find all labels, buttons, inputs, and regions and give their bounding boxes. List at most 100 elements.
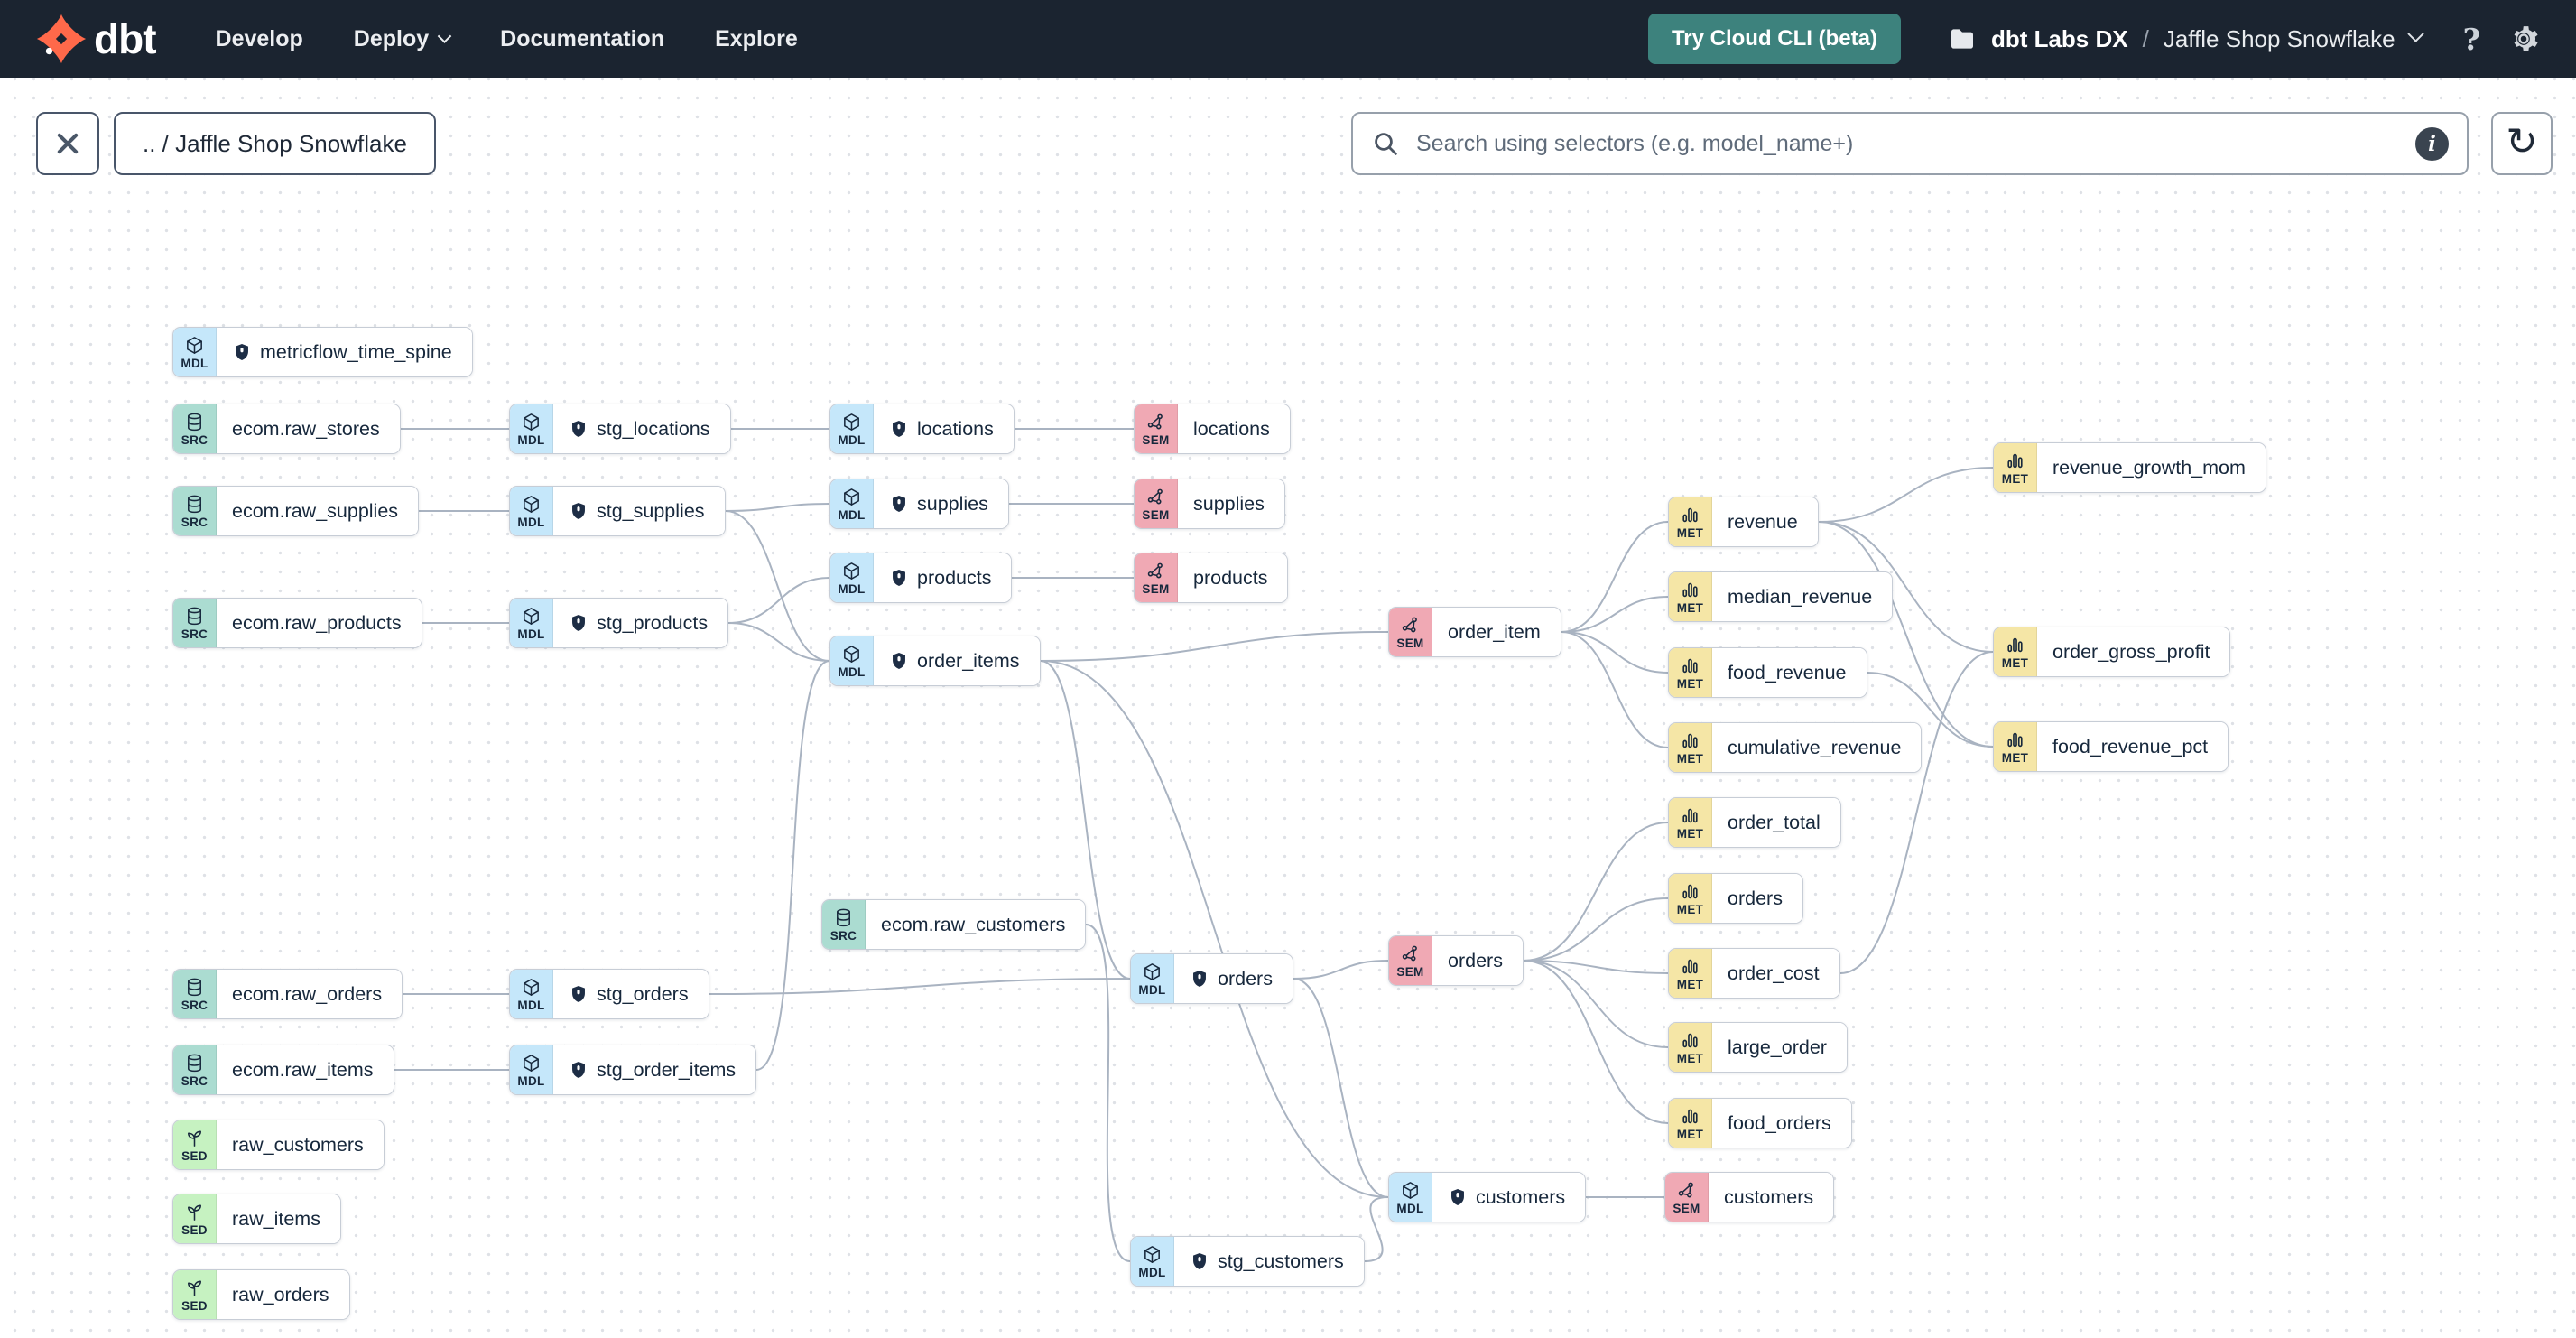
help-icon[interactable]: ? (2462, 21, 2480, 57)
node-label: ecom.raw_stores (232, 417, 380, 440)
node-type-badge: MDL (830, 636, 874, 685)
node-type-badge: MET (1669, 723, 1712, 772)
bar-chart-icon (2005, 635, 2025, 655)
node-type-badge: MET (1669, 949, 1712, 998)
node-type-label: MET (2001, 471, 2029, 486)
cube-icon (184, 335, 205, 356)
node-type-label: SEM (1142, 507, 1170, 522)
info-icon[interactable]: i (2415, 126, 2449, 161)
lineage-canvas[interactable] (0, 78, 2576, 1338)
node-body: customers (1432, 1173, 1586, 1222)
cube-icon (841, 561, 862, 581)
node-label: order_cost (1728, 962, 1820, 984)
node-type-badge: MDL (510, 487, 553, 535)
node-type-badge: MDL (173, 328, 217, 376)
node-type-label: MET (1676, 902, 1704, 916)
node-label: food_orders (1728, 1111, 1831, 1134)
nav-item-deploy[interactable]: Deploy (354, 26, 452, 52)
node-body: raw_items (217, 1194, 340, 1243)
node-type-label: SEM (1673, 1201, 1700, 1215)
node-type-label: MET (1676, 676, 1704, 691)
node-label: supplies (917, 492, 988, 515)
cube-icon (521, 1053, 542, 1073)
try-cloud-cli-button[interactable]: Try Cloud CLI (beta) (1647, 14, 1901, 64)
node-body: locations (1178, 404, 1290, 453)
gear-icon[interactable] (2507, 23, 2540, 55)
close-lineage-button[interactable] (36, 112, 99, 175)
node-type-badge: SRC (173, 1045, 217, 1094)
node-sem_supplies[interactable]: SEM supplies (1134, 479, 1285, 529)
account-name[interactable]: dbt Labs DX (1990, 24, 2128, 52)
node-type-label: MET (2001, 655, 2029, 670)
node-label: ecom.raw_supplies (232, 499, 399, 522)
node-body: ecom.raw_items (217, 1045, 394, 1094)
node-met_order_gross_profit[interactable]: MET order_gross_profit (1993, 627, 2231, 677)
node-body: ecom.raw_customers (866, 900, 1086, 949)
semantic-graph-icon (1676, 1180, 1697, 1201)
close-icon (52, 128, 83, 159)
node-label: order_gross_profit (2052, 640, 2210, 663)
node-met_order_cost[interactable]: MET order_cost (1668, 948, 1840, 999)
node-type-label: MET (2001, 750, 2029, 765)
shield-icon (569, 1060, 588, 1080)
nav-item-explore[interactable]: Explore (715, 26, 798, 52)
node-type-badge: SRC (173, 599, 217, 647)
shield-icon (569, 613, 588, 633)
node-type-label: MDL (181, 356, 208, 370)
node-body: order_total (1712, 798, 1840, 847)
folder-icon (1948, 24, 1977, 53)
cube-icon (841, 644, 862, 664)
bar-chart-icon (1680, 881, 1700, 902)
shield-icon (1448, 1187, 1468, 1207)
nav-item-documentation[interactable]: Documentation (500, 26, 664, 52)
project-selector[interactable]: Jaffle Shop Snowflake (2164, 25, 2424, 53)
search-input[interactable] (1414, 129, 2401, 158)
breadcrumb[interactable]: .. / Jaffle Shop Snowflake (114, 112, 436, 175)
node-met_orders[interactable]: MET orders (1668, 873, 1803, 924)
refresh-icon: ↻ (2506, 119, 2538, 163)
nav-item-develop[interactable]: Develop (216, 26, 303, 52)
refresh-button[interactable]: ↻ (2491, 112, 2553, 175)
shield-icon (889, 494, 909, 514)
node-label: orders (1728, 887, 1783, 909)
dbt-logo[interactable]: dbt (36, 14, 157, 64)
semantic-graph-icon (1145, 487, 1166, 507)
node-body: supplies (1178, 479, 1284, 528)
